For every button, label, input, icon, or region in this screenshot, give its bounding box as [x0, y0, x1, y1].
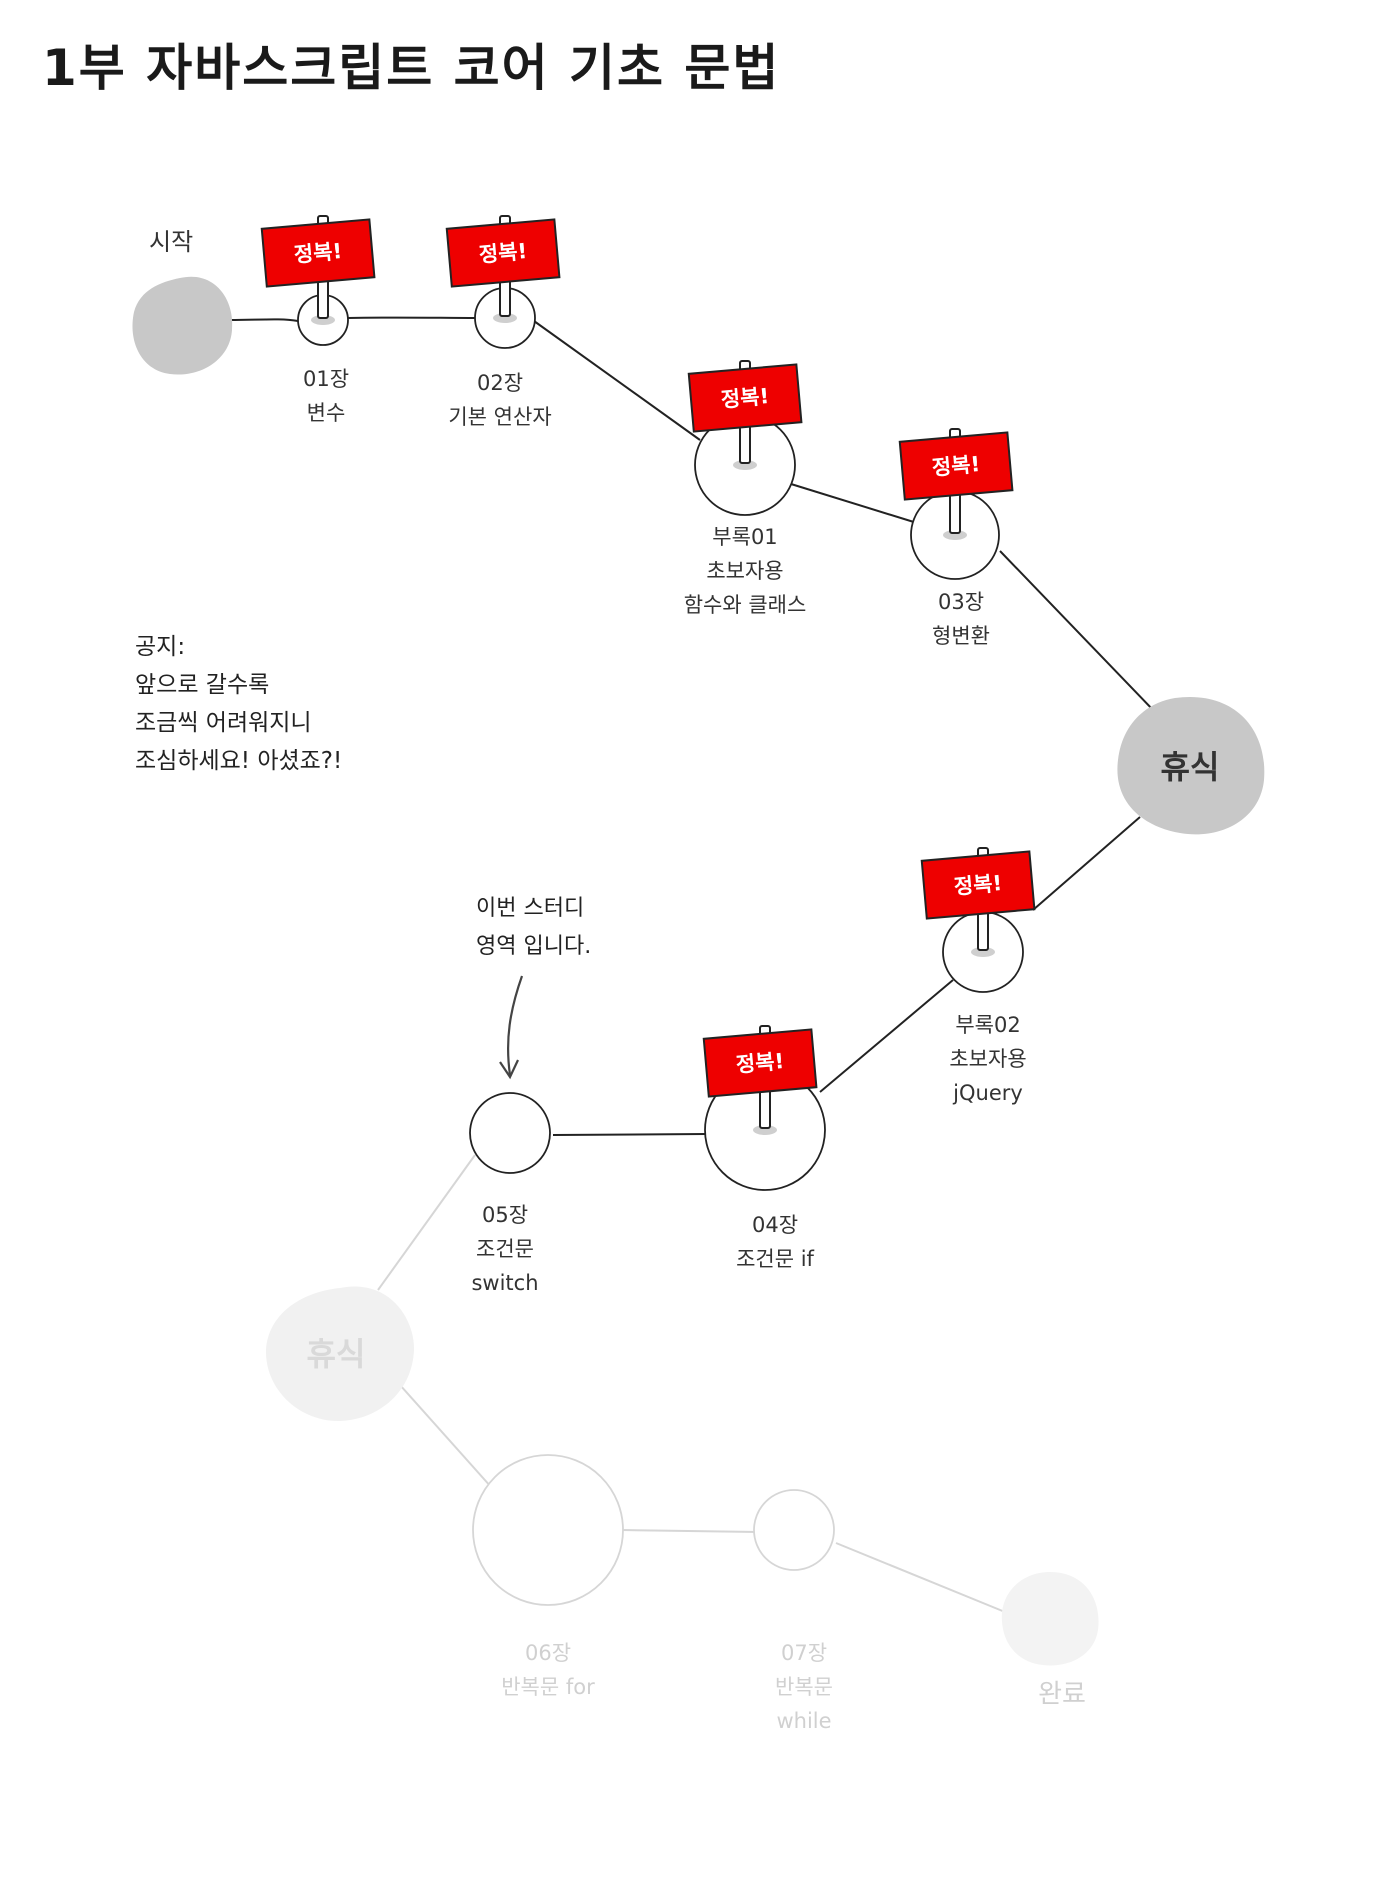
end-label: 완료 — [1038, 1679, 1086, 1710]
path-ap02-ch04 — [819, 979, 954, 1093]
rest-label-2: 휴식 — [306, 1335, 366, 1373]
node-label-line: 변수 — [306, 401, 346, 425]
flag-label: 정복! — [931, 451, 982, 481]
node-label-line: jQuery — [953, 1081, 1023, 1105]
conquered-flags — [260, 215, 1036, 1135]
flag-label: 정복! — [478, 238, 529, 268]
path-ch07-end — [835, 1542, 1006, 1613]
flag-icon — [702, 1025, 818, 1135]
study-arrow-icon — [506, 975, 524, 1076]
path-ch06-ch07 — [621, 1529, 759, 1533]
path-ch02-ap01 — [533, 320, 701, 441]
node-label-line: 01장 — [302, 367, 350, 391]
node-label-line: 07장 — [780, 1641, 828, 1665]
node-label-line: 조건문 if — [736, 1247, 814, 1271]
flag-label: 정복! — [293, 238, 344, 268]
chapter-node-ch06 — [472, 1454, 624, 1606]
flag-label: 정복! — [720, 383, 771, 413]
node-label-line: 초보자용 — [706, 559, 784, 583]
node-label-line: 부록01 — [712, 525, 778, 549]
node-label-line: 함수와 클래스 — [683, 593, 807, 617]
flag-icon — [898, 428, 1014, 540]
node-label-ap02: 부록02 초보자용 jQuery — [949, 1008, 1026, 1110]
study-area-note: 이번 스터디 영역 입니다. — [476, 890, 591, 966]
node-label-line: 03장 — [937, 590, 985, 614]
node-label-line: 부록02 — [955, 1013, 1021, 1037]
node-label-line: 반복문 — [775, 1675, 833, 1699]
notice-line: 조심하세요! 아셨죠?! — [135, 748, 343, 774]
path-ch04-ch05 — [552, 1133, 708, 1136]
study-note-line: 영역 입니다. — [476, 934, 592, 959]
notice-line: 조금씩 어려워지니 — [135, 710, 312, 736]
future-path — [377, 1154, 1006, 1613]
path-ch03-rest1 — [999, 550, 1156, 713]
node-label-line: 06장 — [524, 1641, 572, 1665]
flag-icon — [687, 360, 803, 470]
flag-icon — [920, 847, 1036, 957]
node-label-line: 02장 — [476, 371, 524, 395]
node-label-line: switch — [471, 1271, 539, 1295]
path-rest2-ch06 — [399, 1384, 493, 1489]
start-blob — [132, 276, 233, 375]
flag-icon — [445, 215, 561, 323]
study-arrow-head-icon — [499, 1059, 519, 1080]
notice-line: 앞으로 갈수록 — [135, 672, 270, 698]
chapter-node-ch05 — [469, 1092, 551, 1174]
node-label-line: 04장 — [751, 1213, 799, 1237]
notice-line: 공지: — [135, 634, 186, 660]
flag-icon — [260, 215, 376, 325]
flag-label: 정복! — [735, 1048, 786, 1078]
node-label-line: 반복문 for — [501, 1675, 595, 1699]
path-ch05-rest2 — [377, 1154, 476, 1291]
completed-path — [229, 316, 1156, 1136]
notice-note: 공지: 앞으로 갈수록 조금씩 어려워지니 조심하세요! 아셨죠?! — [135, 628, 342, 780]
node-label-line: 기본 연산자 — [448, 405, 552, 429]
end-blob — [1001, 1572, 1099, 1666]
rest-blob-1 — [1117, 696, 1265, 835]
start-label: 시작 — [149, 228, 194, 256]
path-start-ch01 — [229, 318, 299, 322]
study-note-line: 이번 스터디 — [476, 896, 585, 921]
node-label-line: 형변환 — [932, 624, 990, 648]
page-title: 1부 자바스크립트 코어 기초 문법 — [42, 39, 781, 97]
path-rest1-ap02 — [1032, 816, 1141, 911]
rest-label-1: 휴식 — [1160, 748, 1220, 786]
node-label-line: 조건문 — [476, 1237, 534, 1261]
rest-blob-2 — [265, 1286, 415, 1422]
path-ap01-ch03 — [790, 483, 918, 524]
node-label-line: while — [776, 1709, 832, 1733]
node-label-line: 05장 — [481, 1203, 529, 1227]
node-label-line: 초보자용 — [949, 1047, 1027, 1071]
chapter-node-ch07 — [753, 1489, 835, 1571]
flag-label: 정복! — [953, 870, 1004, 900]
